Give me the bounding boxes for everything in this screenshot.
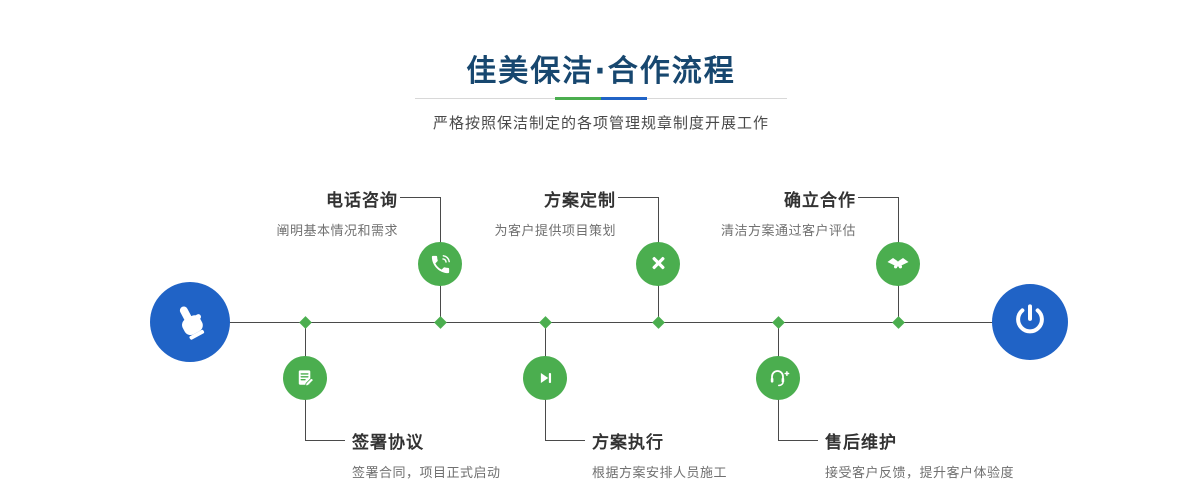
play-icon [534,367,556,389]
phone-icon [429,253,452,276]
step-after-sale: 售后维护 接受客户反馈，提升客户体验度 [825,428,1125,481]
step-sign-agreement: 签署协议 签署合同，项目正式启动 [352,428,652,481]
connector [618,197,658,198]
step-plan-custom: 方案定制 为客户提供项目策划 [336,186,616,239]
timeline-line [190,322,1030,323]
step-title: 方案定制 [544,191,616,211]
connector [305,440,345,441]
hand-pointer-icon [169,301,211,343]
step-node-sign [283,356,327,400]
title-divider [415,97,787,100]
timeline-diamond [299,316,312,329]
step-desc: 根据方案安排人员施工 [592,466,728,481]
page-subtitle: 严格按照保洁制定的各项管理规章制度开展工作 [432,114,769,132]
step-node-plan [636,242,680,286]
timeline-diamond [539,316,552,329]
divider-blue-segment [601,97,647,100]
step-node-execute [523,356,567,400]
timeline-diamond [434,316,447,329]
handshake-icon [886,252,910,276]
step-title: 方案执行 [592,433,664,453]
headset-icon [766,366,790,390]
step-title: 确立合作 [784,191,856,211]
connector [545,440,585,441]
pencil-wrench-icon [647,253,670,276]
timeline-start-node [150,282,230,362]
step-desc: 签署合同，项目正式启动 [352,466,501,481]
step-phone-consult: 电话咨询 阐明基本情况和需求 [118,186,398,239]
step-node-coop [876,242,920,286]
timeline-diamond [772,316,785,329]
connector [778,440,818,441]
connector [858,197,898,198]
connector [400,197,440,198]
step-desc: 清洁方案通过客户评估 [720,224,856,239]
step-establish-coop: 确立合作 清洁方案通过客户评估 [576,186,856,239]
power-icon [1010,302,1050,342]
timeline-diamond [892,316,905,329]
step-title: 售后维护 [825,433,897,453]
step-node-aftersale [756,356,800,400]
step-title: 签署协议 [352,433,424,453]
step-node-phone [418,242,462,286]
step-plan-execute: 方案执行 根据方案安排人员施工 [592,428,892,481]
divider-green-segment [555,97,601,100]
step-desc: 阐明基本情况和需求 [276,224,398,239]
timeline-end-node [992,284,1068,360]
step-desc: 接受客户反馈，提升客户体验度 [825,466,1015,481]
timeline-diamond [652,316,665,329]
step-desc: 为客户提供项目策划 [494,224,616,239]
step-title: 电话咨询 [326,191,398,211]
document-sign-icon [294,367,317,390]
page-title: 佳美保洁·合作流程 [466,54,736,89]
